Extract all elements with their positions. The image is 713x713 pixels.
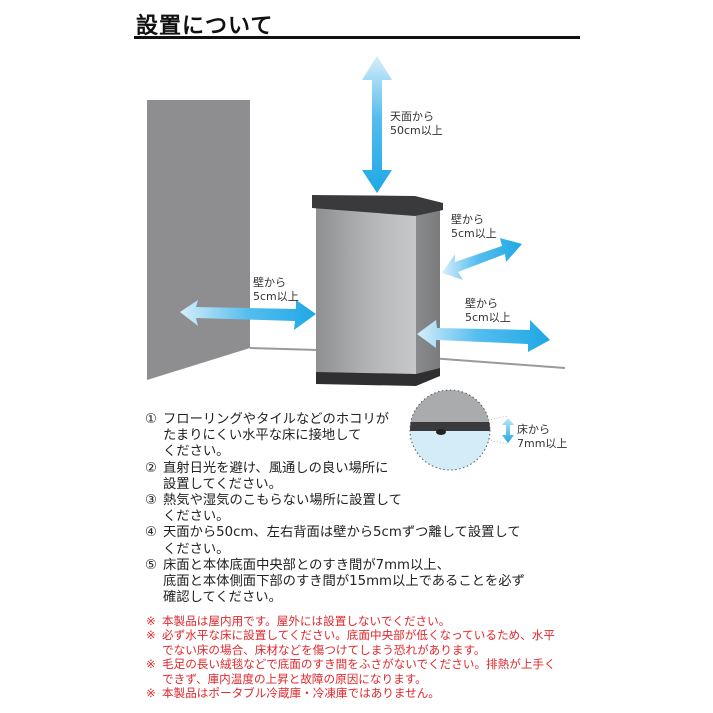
left-wall [147, 100, 250, 380]
right-side-arrow [417, 320, 550, 352]
installation-steps: ① フローリングやタイルなどのホコリが たまりにくい水平な床に接地して ください… [145, 412, 575, 606]
page-title: 設置について [136, 14, 274, 39]
right-back-arrow [442, 238, 522, 280]
left-arrow [180, 300, 316, 330]
appliance-side [415, 202, 440, 384]
note-3: ※ 毛足の長い絨毯などで底面のすき間をふさがないでください。排熱が上手く できず… [146, 657, 556, 686]
top-arrow [362, 56, 392, 193]
left-clearance-label: 壁から 5cm以上 [253, 276, 299, 303]
step-5: ⑤ 床面と本体底面中央部とのすき間が7mm以上、 底面と本体側面下部のすき間が1… [145, 557, 525, 606]
caution-notes: ※ 本製品は屋内用です。屋外には設置しないでください。 ※ 必ず水平な床に設置し… [146, 614, 586, 700]
note-4: ※ 本製品はポータブル冷蔵庫・冷凍庫ではありません。 [146, 686, 440, 701]
appliance-front [316, 206, 416, 378]
back-clearance-label: 壁から 5cm以上 [451, 213, 497, 240]
step-2: ② 直射日光を避け、風通しの良い場所に 設置してください。 [145, 460, 389, 492]
appliance-top [312, 195, 443, 216]
right-clearance-label: 壁から 5cm以上 [465, 297, 511, 324]
appliance-base [316, 368, 440, 386]
step-4: ④ 天面から50cm、左右背面は壁から5cmずつ離して設置して ください。 [145, 525, 521, 557]
top-clearance-label: 天面から 50cm以上 [390, 110, 443, 137]
title-underline [134, 36, 580, 39]
note-1: ※ 本製品は屋内用です。屋外には設置しないでください。 [146, 614, 451, 628]
step-1: ① フローリングやタイルなどのホコリが たまりにくい水平な床に接地して ください… [145, 412, 390, 460]
floor-line-right [429, 357, 566, 369]
floor-arrow [502, 418, 514, 443]
floor-clearance-label: 床から 7mm以上 [517, 423, 568, 450]
step-3: ③ 熱気や湿気のこもらない場所に設置して ください。 [145, 493, 402, 525]
note-2: ※ 必ず水平な床に設置してください。底面中央部が低くなっているため、水平 でない… [146, 628, 555, 657]
floor-line-left [249, 347, 319, 351]
